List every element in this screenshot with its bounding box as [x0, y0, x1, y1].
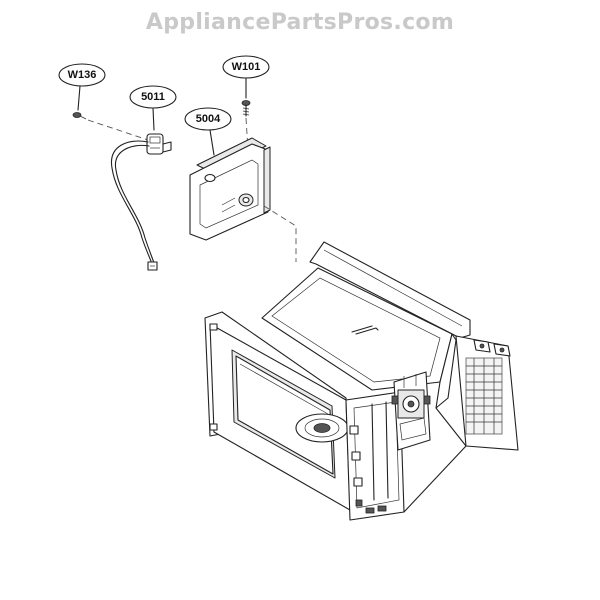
sensor-5011-part[interactable] — [110, 133, 172, 271]
callout-5011[interactable]: 5011 — [129, 85, 177, 131]
screw-w101-part[interactable] — [241, 100, 251, 117]
watermark-text: AppliancePartsPros.com — [145, 10, 455, 35]
assembly-guide-line — [263, 205, 297, 262]
vent-grille — [465, 357, 503, 435]
assembly-guide-line — [245, 117, 249, 151]
callout-w136[interactable]: W136 — [58, 63, 106, 111]
callout-5011-label: 5011 — [141, 91, 165, 103]
oven-cavity-assembly[interactable] — [204, 241, 519, 521]
screw-w136-part[interactable] — [72, 112, 87, 120]
callout-5004-label: 5004 — [196, 113, 221, 125]
assembly-guide-line — [87, 119, 149, 141]
callout-w136-label: W136 — [68, 69, 97, 81]
callout-w101[interactable]: W101 — [222, 55, 270, 99]
bracket-cover-5004-part[interactable] — [189, 137, 271, 241]
callout-5004[interactable]: 5004 — [184, 107, 232, 156]
callout-w101-label: W101 — [232, 61, 261, 73]
